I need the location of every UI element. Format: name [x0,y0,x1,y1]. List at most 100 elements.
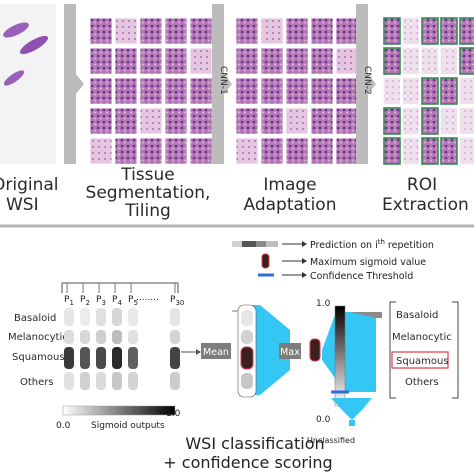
max-operation: Max [279,343,301,359]
tissue-tile [260,137,284,165]
roi-tile [402,137,420,165]
funnel-bottom-label: 0.0 [316,415,331,425]
roi-tile [383,77,401,105]
confidence-funnel: 1.0 0.0 Unclassified [307,299,382,445]
tissue-tile [189,107,213,135]
tissue-tile [189,77,213,105]
roi-tile [383,137,401,165]
tissue-tile [139,17,163,45]
stage-adaptation-line2: Adaptation [244,195,337,215]
unclassified-label: Unclassified [307,436,355,445]
legend: Prediction on ith repetition Maximum sig… [232,238,434,282]
roi-grid [383,17,474,165]
adapted-grid [235,17,359,165]
class-labels: Basaloid Melanocytic Squamous Others [8,313,68,388]
roi-tile [421,107,439,135]
legend-threshold-text: Confidence Threshold [310,271,413,282]
prediction-columns [64,308,180,390]
tissue-tile [260,47,284,75]
roi-tile [421,77,439,105]
roi-tile [459,137,474,165]
tissue-tile [335,107,359,135]
tissue-tile [114,77,138,105]
stage-roi-line1: ROI [407,175,437,195]
tissue-tile [164,47,188,75]
tissue-tile [189,17,213,45]
prediction-column [128,308,138,390]
tissue-tile [89,137,113,165]
roi-tile [440,47,458,75]
cnn1-label: CNN-1 [218,66,228,95]
bottom-title-line2: + confidence scoring [163,453,332,472]
prediction-column [64,308,74,390]
output-class-squamous: Squamous [396,356,449,367]
roi-tile [440,137,458,165]
roi-tile [383,17,401,45]
stage-original-line2: WSI [6,195,39,215]
roi-tile [402,47,420,75]
roi-tile [459,77,474,105]
tissue-tile [139,47,163,75]
stage-tiling-line1: Tissue [120,165,175,185]
stage-tiling-line2: Segmentation, [86,183,211,203]
tissue-tile [335,137,359,165]
selected-class-box [391,351,449,369]
roi-tile [402,77,420,105]
bottom-title-line1: WSI classification [185,434,324,453]
colorbar-label: Sigmoid outputs [91,421,165,431]
output-class-others: Others [405,377,439,388]
mean-label: Mean [203,347,229,358]
class-label-melanocytic: Melanocytic [8,332,68,343]
repetition-label: P5 [128,295,138,307]
tissue-tile [114,47,138,75]
repetition-ellipsis: ........ [136,293,159,303]
tissue-tile [235,107,259,135]
output-class-list: Basaloid Melanocytic Squamous Others [389,301,459,399]
roi-tile [440,77,458,105]
funnel-top-label: 1.0 [316,299,331,309]
prediction-column [96,308,106,390]
tissue-tile [285,77,309,105]
cnn2-label: CNN-2 [362,66,372,95]
class-label-squamous: Squamous [12,352,65,363]
prediction-column [112,308,122,390]
tissue-tile [89,107,113,135]
roi-tile [421,17,439,45]
stage-roi-line2: Extraction [382,195,469,215]
tissue-tile [260,107,284,135]
tissue-tile [335,17,359,45]
tissue-tile [260,17,284,45]
roi-tile [421,137,439,165]
repetition-label: P1 [64,295,74,307]
tissue-tile [235,47,259,75]
tissue-tile [139,137,163,165]
output-class-melanocytic: Melanocytic [392,332,452,343]
output-class-basaloid: Basaloid [396,310,438,321]
roi-tile [421,47,439,75]
mean-operation: Mean [201,343,231,359]
repetition-label: P3 [96,295,106,307]
tissue-tile [310,77,334,105]
tissue-tile [164,77,188,105]
legend-max-swatch [261,253,270,269]
class-label-basaloid: Basaloid [14,313,56,324]
tiling-grid [89,17,213,165]
tissue-tile [285,17,309,45]
tissue-tile [235,77,259,105]
colorbar-max: 1.0 [166,409,181,419]
roi-tile [383,47,401,75]
tissue-tile [285,47,309,75]
repetition-label: P2 [80,295,90,307]
roi-tile [402,17,420,45]
roi-tile [383,107,401,135]
roi-tile [459,47,474,75]
roi-tile [440,107,458,135]
tissue-tile [335,77,359,105]
legend-prediction-swatch [232,241,278,247]
tissue-tile [260,77,284,105]
tissue-tile [89,47,113,75]
tissue-tile [310,107,334,135]
stage-adaptation-line1: Image [263,175,316,195]
